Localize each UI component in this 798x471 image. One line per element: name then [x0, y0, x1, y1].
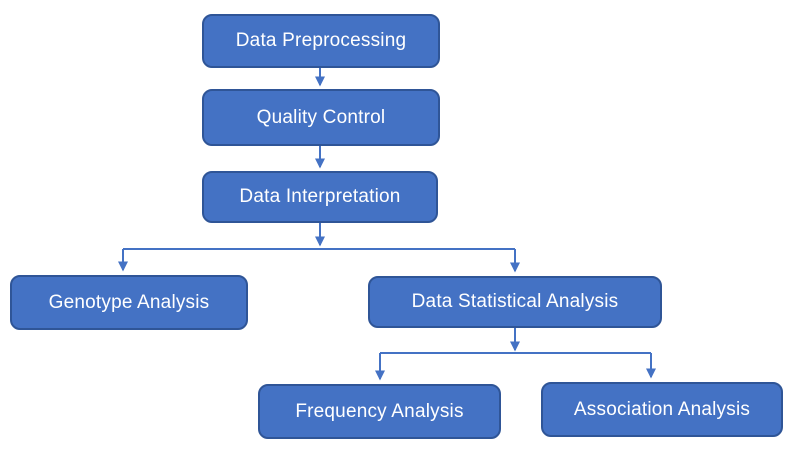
node-data-interpretation: Data Interpretation: [202, 171, 438, 223]
node-data-preprocessing: Data Preprocessing: [202, 14, 440, 68]
node-data-statistical-analysis: Data Statistical Analysis: [368, 276, 662, 328]
node-frequency-analysis: Frequency Analysis: [258, 384, 501, 439]
node-quality-control: Quality Control: [202, 89, 440, 146]
node-label-data-interpretation: Data Interpretation: [239, 186, 401, 207]
node-label-data-preprocessing: Data Preprocessing: [235, 30, 407, 51]
node-label-data-statistical-analysis: Data Statistical Analysis: [411, 291, 619, 312]
node-association-analysis: Association Analysis: [541, 382, 783, 437]
node-label-quality-control: Quality Control: [256, 106, 386, 128]
node-label-association-analysis: Association Analysis: [573, 398, 751, 420]
node-genotype-analysis: Genotype Analysis: [10, 275, 248, 330]
node-label-frequency-analysis: Frequency Analysis: [295, 400, 464, 422]
node-label-genotype-analysis: Genotype Analysis: [48, 291, 210, 313]
